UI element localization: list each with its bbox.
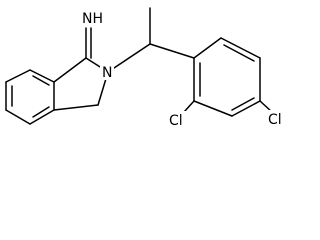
atom-label-imine: NH xyxy=(80,8,103,27)
imine-double-bond xyxy=(85,27,92,59)
chlorine-ortho-label: Cl xyxy=(169,113,183,129)
atom-label-ring-n: N xyxy=(100,64,114,81)
imine-label: NH xyxy=(82,11,103,27)
chlorine-para-label: Cl xyxy=(268,112,282,128)
benzo-ring xyxy=(5,69,55,125)
atom-label-cl-ortho: Cl xyxy=(168,111,190,129)
ethylidene-linker xyxy=(107,7,195,73)
atom-label-cl-para: Cl xyxy=(267,110,289,128)
isoindoline-five-ring xyxy=(53,57,109,111)
ring-nitrogen-label: N xyxy=(102,65,112,81)
chemical-structure-diagram: NH N Cl Cl xyxy=(5,7,289,129)
dichlorophenyl-ring xyxy=(193,37,261,117)
